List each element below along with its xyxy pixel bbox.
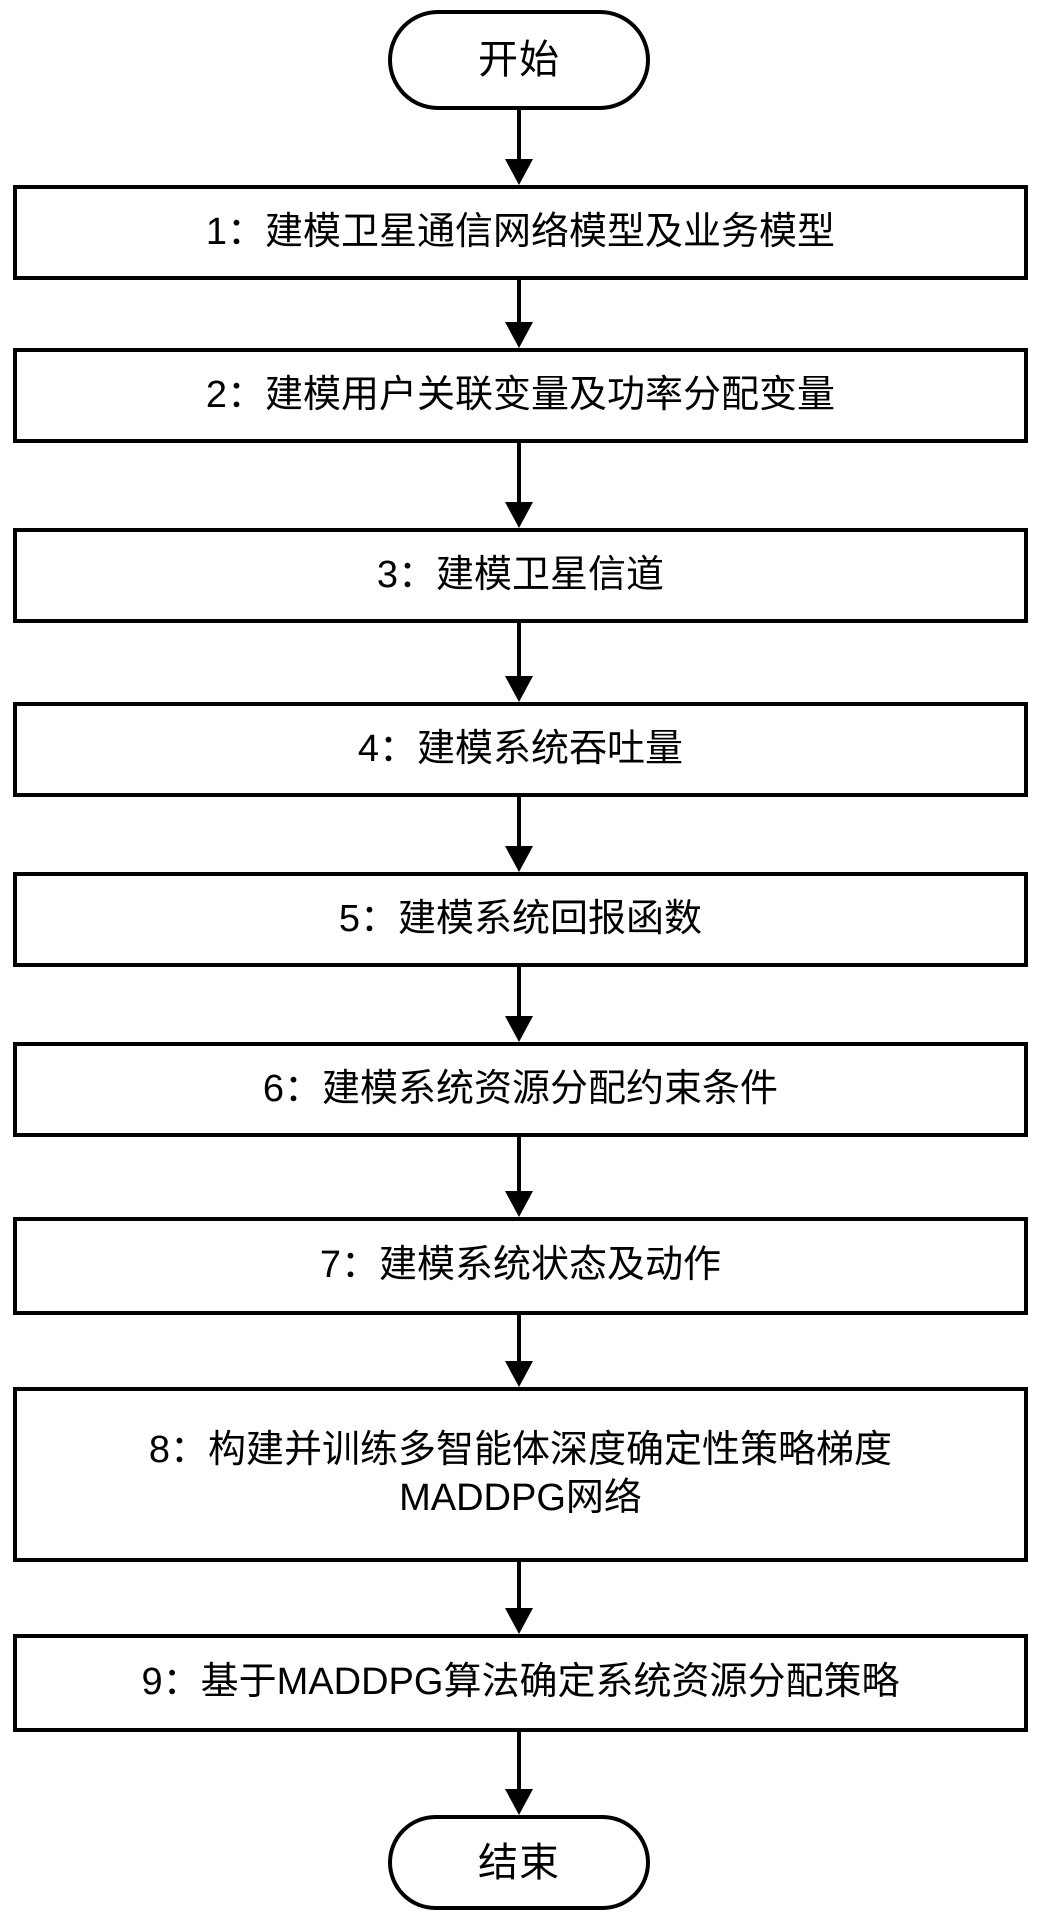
arrowhead-icon xyxy=(505,322,533,348)
flowchart-node-step-6[interactable]: 6：建模系统资源分配约束条件 xyxy=(13,1042,1028,1137)
arrowhead-icon xyxy=(505,846,533,872)
flowchart-node-step-9[interactable]: 9：基于MADDPG算法确定系统资源分配策略 xyxy=(13,1634,1028,1732)
arrowhead-icon xyxy=(505,1191,533,1217)
connector-shaft xyxy=(517,110,521,159)
flowchart-node-step-8[interactable]: 8：构建并训练多智能体深度确定性策略梯度 MADDPG网络 xyxy=(13,1387,1028,1562)
arrowhead-icon xyxy=(505,502,533,528)
arrowhead-icon xyxy=(505,1016,533,1042)
node-label-step-6: 6：建模系统资源分配约束条件 xyxy=(262,1067,779,1110)
node-label-step-9: 9：基于MADDPG算法确定系统资源分配策略 xyxy=(141,1661,900,1704)
flowchart-node-step-2[interactable]: 2：建模用户关联变量及功率分配变量 xyxy=(13,348,1028,443)
node-label-step-3: 3：建模卫星信道 xyxy=(376,553,665,596)
node-label-step-8: 8：构建并训练多智能体深度确定性策略梯度 MADDPG网络 xyxy=(148,1429,893,1519)
connector-shaft xyxy=(517,280,521,322)
connector-shaft xyxy=(517,623,521,676)
node-label-step-7: 7：建模系统状态及动作 xyxy=(319,1244,722,1287)
node-label-step-1: 1：建模卫星通信网络模型及业务模型 xyxy=(205,210,836,253)
flowchart-node-step-7[interactable]: 7：建模系统状态及动作 xyxy=(13,1217,1028,1315)
connector-shaft xyxy=(517,1137,521,1191)
connector-shaft xyxy=(517,797,521,846)
connector-shaft xyxy=(517,443,521,502)
arrowhead-icon xyxy=(505,676,533,702)
arrowhead-icon xyxy=(505,1361,533,1387)
node-label-step-4: 4：建模系统吞吐量 xyxy=(357,727,684,770)
arrowhead-icon xyxy=(505,1789,533,1815)
flowchart-node-end[interactable]: 结束 xyxy=(388,1815,650,1910)
node-label-end: 结束 xyxy=(478,1840,560,1885)
connector-shaft xyxy=(517,1732,521,1789)
flowchart-node-step-1[interactable]: 1：建模卫星通信网络模型及业务模型 xyxy=(13,185,1028,280)
arrowhead-icon xyxy=(505,159,533,185)
arrowhead-icon xyxy=(505,1608,533,1634)
flowchart-node-step-5[interactable]: 5：建模系统回报函数 xyxy=(13,872,1028,967)
node-label-step-2: 2：建模用户关联变量及功率分配变量 xyxy=(205,373,836,416)
flowchart-node-step-3[interactable]: 3：建模卫星信道 xyxy=(13,528,1028,623)
connector-shaft xyxy=(517,1562,521,1608)
connector-shaft xyxy=(517,1315,521,1361)
flowchart-node-start[interactable]: 开始 xyxy=(388,10,650,110)
connector-shaft xyxy=(517,967,521,1016)
flowchart-node-step-4[interactable]: 4：建模系统吞吐量 xyxy=(13,702,1028,797)
node-label-step-5: 5：建模系统回报函数 xyxy=(338,897,703,940)
node-label-start: 开始 xyxy=(478,38,560,82)
